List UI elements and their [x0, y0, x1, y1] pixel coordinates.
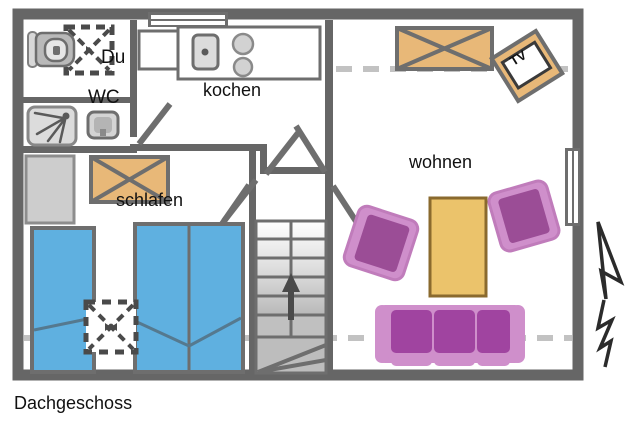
- windows: [148, 12, 580, 226]
- kitchen-sink-icon: [191, 33, 220, 71]
- floor-level-label: Dachgeschoss: [14, 393, 133, 413]
- bathtub-icon: [26, 105, 78, 147]
- interior-walls: [23, 20, 333, 375]
- window-living-right: [565, 148, 580, 226]
- shower-tray-icon: [63, 24, 115, 76]
- door-leaves: [136, 102, 366, 234]
- room-label-du: Du: [101, 47, 126, 68]
- wardrobe-icon: [89, 155, 170, 204]
- closet-icon: [24, 154, 76, 225]
- sofa-three-seat-icon: [375, 305, 525, 366]
- room-label-wc: WC: [88, 87, 120, 108]
- north-arrow-icon: [595, 221, 625, 368]
- washbasin-icon: [86, 110, 120, 140]
- room-label-kochen: kochen: [203, 80, 262, 100]
- stairs-up-arrow-icon: [282, 273, 300, 320]
- room-label-wohnen: wohnen: [409, 152, 473, 172]
- tv-cabinet-icon: [488, 28, 566, 104]
- armchair-right-icon: [487, 179, 561, 253]
- skylight-icon: [83, 299, 139, 355]
- window-kitchen-top: [148, 12, 228, 27]
- armchair-left-icon: [342, 204, 420, 282]
- cooktop-burners-icon: [231, 32, 255, 78]
- roof-slope-areas: [30, 222, 245, 374]
- coffee-table-icon: [428, 196, 488, 298]
- sideboard-icon: [395, 26, 494, 71]
- toilet-icon: [27, 31, 76, 68]
- staircase-up: [254, 219, 328, 375]
- room-label-schlafen: schlafen: [116, 190, 184, 210]
